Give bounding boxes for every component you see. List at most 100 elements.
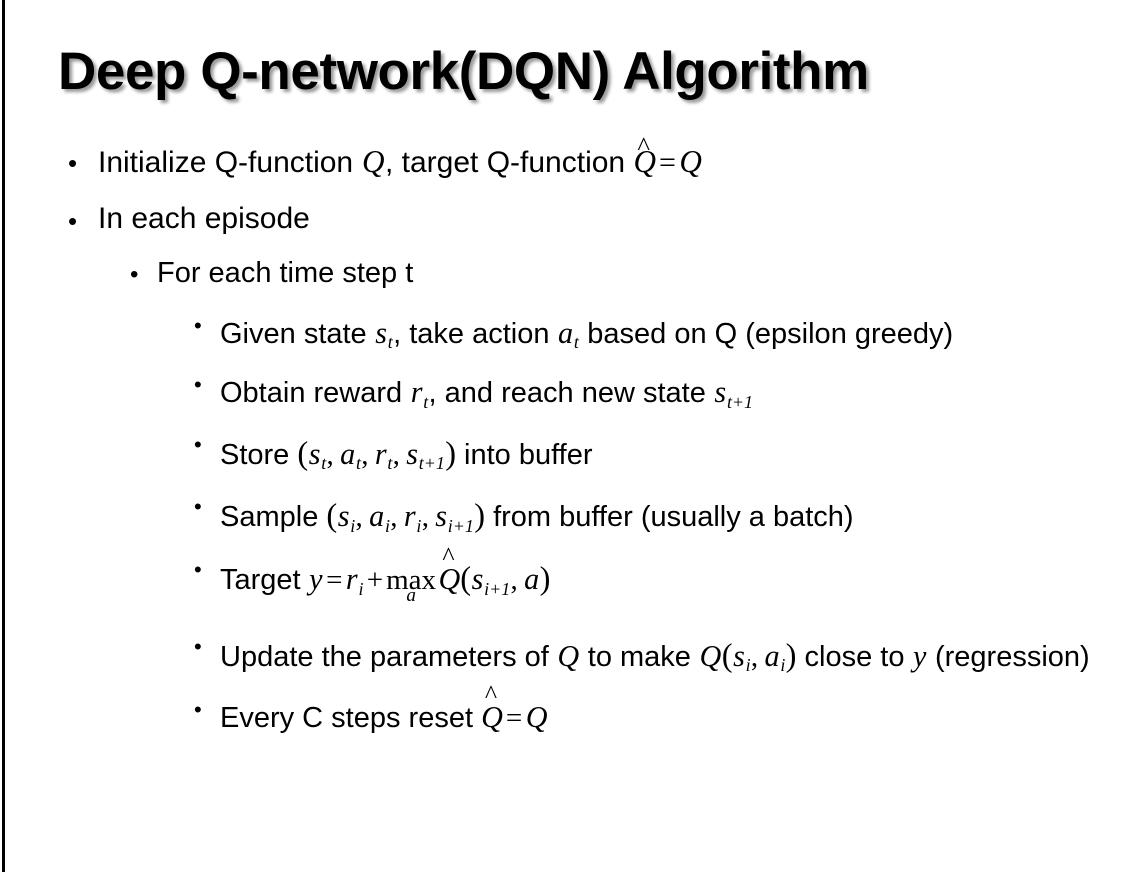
math-lparen: (	[460, 561, 472, 598]
math-max-label: max	[386, 564, 437, 597]
text-run: Every C steps reset	[220, 701, 482, 734]
math-subscript-i: i	[384, 515, 390, 536]
text-run: Given state	[220, 317, 375, 350]
math-var-Q-hat: ^Q	[438, 544, 461, 602]
text-run: Sample	[220, 501, 327, 534]
math-var-s: s	[375, 315, 387, 350]
math-var-a: a	[558, 315, 574, 350]
math-max-underset-a: a	[406, 584, 416, 606]
list-item-label: Initialize Q-function Q, target Q-functi…	[98, 132, 1124, 179]
circumflex-accent-icon: ^	[637, 130, 650, 161]
math-comma: ,	[750, 640, 759, 673]
text-run: Obtain reward	[220, 377, 411, 410]
math-comma: ,	[392, 438, 400, 471]
math-subscript-t-plus-1: t+1	[418, 453, 445, 474]
math-var-s: s	[471, 562, 484, 597]
math-var-y: y	[913, 638, 927, 673]
math-subscript-t: t	[423, 391, 429, 412]
list-item-store-transition: • Store (st, at, rt, st+1) into buffer	[0, 430, 1124, 479]
list-item-obtain-reward: • Obtain reward rt, and reach new state …	[0, 370, 1124, 416]
math-subscript-t: t	[321, 453, 327, 474]
math-var-y: y	[309, 562, 323, 597]
list-item-initialize: • Initialize Q-function Q, target Q-func…	[0, 132, 1124, 179]
math-var-a: a	[369, 499, 385, 534]
math-var-s: s	[406, 436, 418, 471]
text-run: based on Q (epsilon greedy)	[579, 317, 954, 350]
math-subscript-i: i	[350, 515, 356, 536]
math-subscript-i-plus-1: i+1	[484, 578, 511, 599]
math-var-Q: Q	[481, 699, 503, 734]
text-run: to make	[579, 640, 699, 673]
math-op-equals: =	[326, 564, 343, 597]
list-item-label: Update the parameters of Q to make Q(si,…	[220, 632, 1094, 681]
circumflex-accent-icon: ^	[442, 542, 455, 572]
math-var-a: a	[764, 638, 780, 673]
math-var-r: r	[403, 499, 416, 534]
math-var-r: r	[345, 562, 358, 597]
math-var-s: s	[733, 638, 745, 673]
bullet-dot-icon: •	[194, 494, 202, 520]
bullet-dot-icon: •	[194, 312, 202, 338]
math-subscript-i: i	[780, 655, 786, 676]
bullet-dot-icon: •	[68, 148, 78, 178]
text-run: Initialize Q-function	[98, 146, 362, 179]
bullet-dot-icon: •	[194, 633, 202, 659]
math-subscript-t: t	[387, 332, 393, 353]
math-comma: ,	[510, 564, 518, 597]
list-item-label: Every C steps reset ^Q=Q	[220, 681, 1094, 741]
math-var-Q: Q	[633, 144, 656, 179]
math-subscript-i: i	[416, 515, 422, 536]
bullet-dot-icon: •	[194, 557, 202, 583]
math-var-s: s	[337, 499, 350, 534]
text-run: , target Q-function	[384, 146, 634, 179]
text-run: Update the parameters of	[220, 640, 557, 673]
math-op-equals: =	[658, 146, 676, 179]
outline-body: • Initialize Q-function Q, target Q-func…	[0, 132, 1124, 754]
math-subscript-t-plus-1: t+1	[726, 391, 754, 412]
math-subscript-i: i	[358, 578, 364, 599]
math-var-Q: Q	[699, 638, 722, 673]
text-run: into buffer	[456, 438, 593, 471]
bullet-dot-icon: •	[194, 696, 202, 722]
math-var-r: r	[374, 436, 387, 471]
math-var-s: s	[435, 499, 447, 534]
math-var-Q: Q	[557, 638, 580, 673]
math-lparen: (	[326, 498, 338, 535]
text-run: from buffer (usually a batch)	[485, 501, 854, 534]
math-lparen: (	[721, 637, 733, 674]
math-subscript-i: i	[745, 655, 751, 676]
math-comma: ,	[421, 501, 429, 534]
list-item-update-parameters: • Update the parameters of Q to make Q(s…	[0, 632, 1124, 681]
left-edge-rule	[2, 0, 5, 872]
bullet-dot-icon: •	[194, 372, 202, 398]
math-lparen: (	[297, 435, 309, 472]
list-item-label: Obtain reward rt, and reach new state st…	[220, 370, 1094, 416]
math-subscript-i-plus-1: i+1	[447, 515, 474, 536]
math-var-Q: Q	[438, 562, 461, 597]
list-item-for-each-time-step: • For each time step t	[0, 259, 1124, 289]
text-run: close to	[796, 640, 913, 673]
math-var-r: r	[410, 375, 423, 410]
list-item-given-state: • Given state st, take action at based o…	[0, 311, 1124, 357]
text-run: Target	[220, 564, 309, 597]
math-var-Q: Q	[361, 144, 385, 179]
bullet-dot-icon: •	[194, 431, 202, 457]
list-item-label: In each episode	[98, 201, 310, 235]
math-var-a: a	[524, 562, 540, 597]
math-var-Q-hat: ^Q	[633, 132, 656, 179]
math-op-plus: +	[366, 564, 384, 597]
math-comma: ,	[355, 501, 363, 534]
math-var-Q: Q	[525, 699, 548, 734]
math-rparen: )	[474, 498, 486, 535]
math-subscript-t: t	[573, 332, 579, 353]
math-rparen: )	[445, 435, 456, 472]
text-run: , take action	[393, 317, 558, 350]
list-item-label: Given state st, take action at based on …	[220, 311, 1094, 357]
text-run: , and reach new state	[428, 377, 714, 410]
bullet-dot-icon: •	[68, 205, 78, 236]
math-comma: ,	[326, 438, 334, 471]
